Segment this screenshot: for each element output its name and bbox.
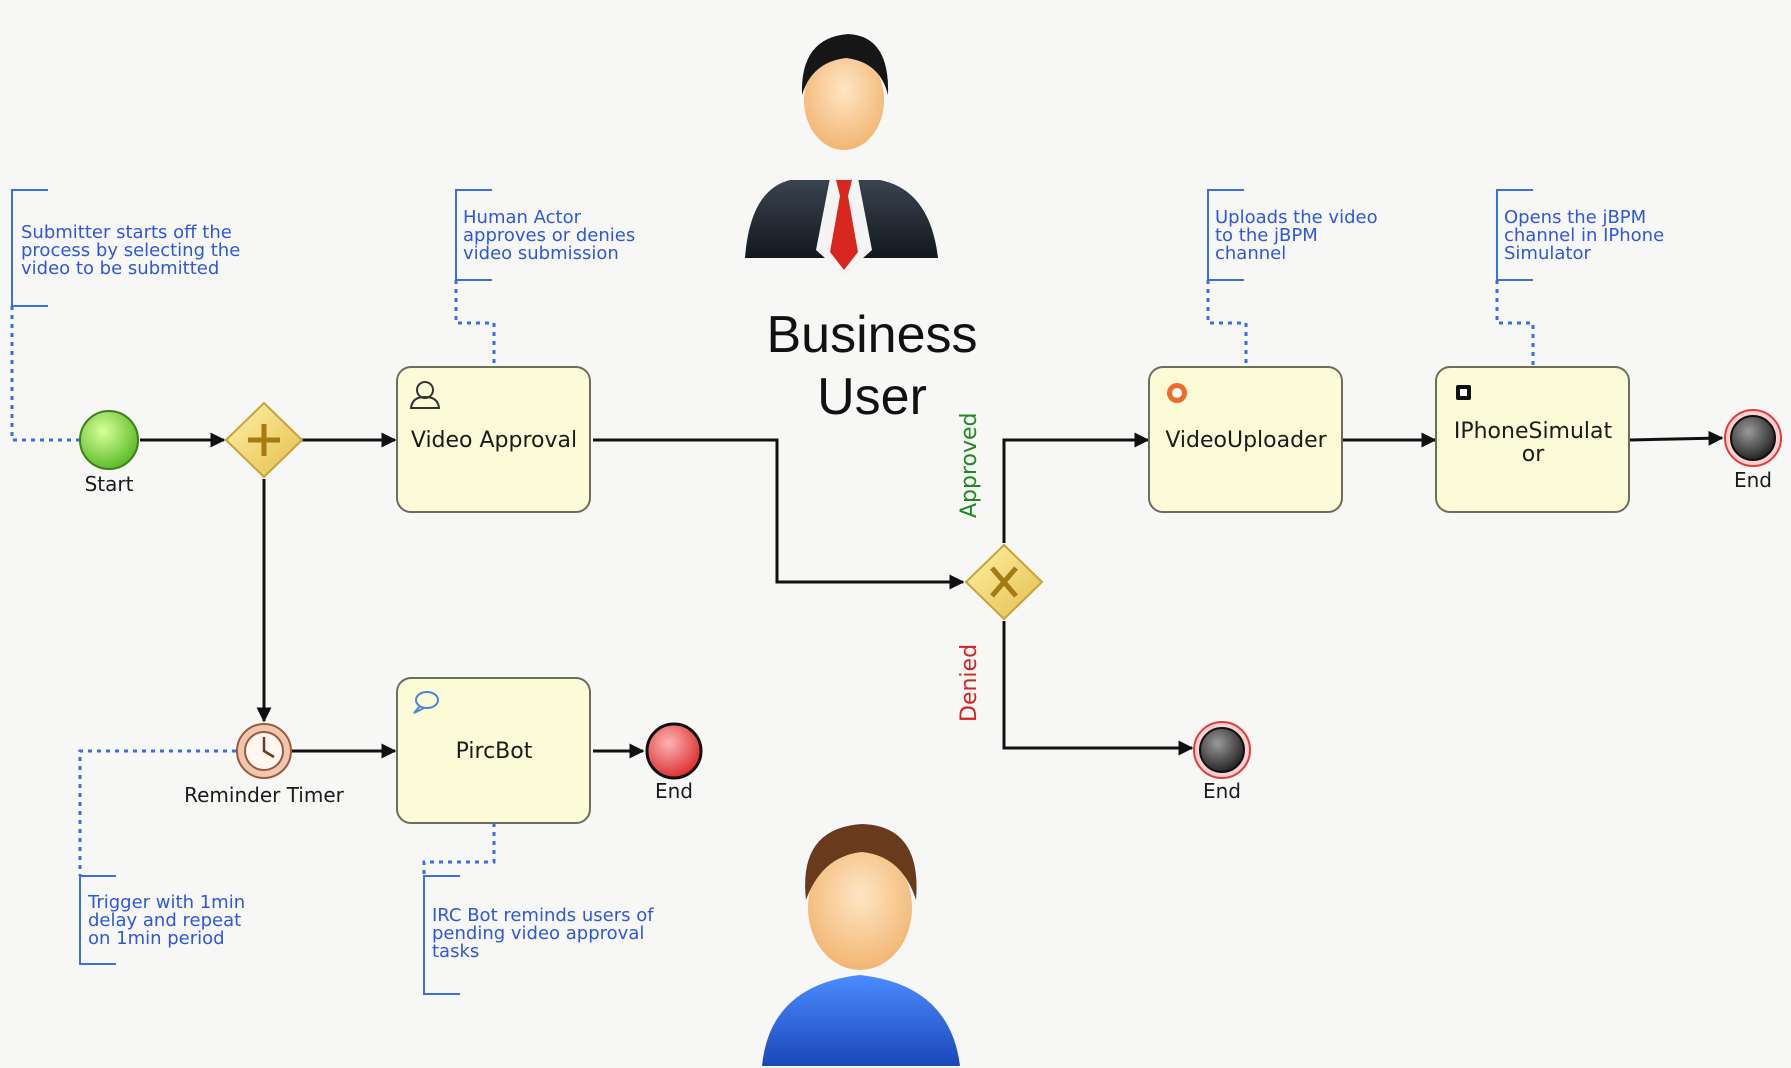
clock-icon (244, 731, 284, 771)
title-line-2: User (817, 368, 927, 426)
task-videouploader[interactable]: VideoUploader (1148, 366, 1343, 513)
annotation-line: Trigger with 1min (87, 892, 245, 913)
end-label-denied: End (1203, 779, 1241, 803)
chat-bubble-icon (413, 691, 439, 714)
annotation-line: approves or denies (463, 225, 635, 246)
sequence-flows (140, 430, 1724, 759)
task-label: VideoUploader (1165, 428, 1327, 453)
timer-event[interactable] (236, 723, 292, 779)
annotation-line: Submitter starts off the (21, 222, 232, 243)
association-line (454, 280, 496, 367)
annotation-line: to the jBPM (1215, 225, 1318, 246)
task-label-line-2: or (1522, 442, 1545, 467)
end-event-pirc[interactable] (645, 722, 703, 780)
task-iphonesimulator[interactable]: IPhoneSimulat or (1435, 366, 1630, 513)
annotation-bracket (1207, 189, 1244, 281)
task-label-line-1: IPhoneSimulat (1454, 419, 1613, 444)
task-video-approval[interactable]: Video Approval (396, 366, 591, 513)
annotation-ircbot: IRC Bot reminds users of pending video a… (422, 823, 654, 995)
annotation-line: video to be submitted (21, 258, 219, 279)
end-user-avatar (762, 824, 960, 1066)
annotation-uploader: Uploads the video to the jBPM channel (1206, 189, 1378, 367)
association-line (1495, 280, 1535, 367)
service-icon (1456, 385, 1471, 400)
flow-iphone-to-end (1629, 430, 1724, 446)
annotation-line: channel in IPhone (1504, 225, 1664, 246)
annotation-bracket (455, 189, 492, 281)
association-line (78, 749, 236, 876)
end-event-denied[interactable] (1193, 721, 1251, 779)
annotation-approval: Human Actor approves or denies video sub… (454, 189, 635, 367)
annotation-line: on 1min period (88, 928, 225, 949)
timer-label: Reminder Timer (184, 783, 345, 807)
end-label-final: End (1734, 468, 1772, 492)
association-line (10, 306, 80, 442)
x-icon (990, 566, 1018, 598)
annotation-line: IRC Bot reminds users of (432, 905, 654, 926)
annotation-line: Simulator (1504, 243, 1591, 264)
branch-label-denied: Denied (957, 644, 982, 722)
task-label: Video Approval (411, 428, 577, 453)
annotation-line: channel (1215, 243, 1286, 264)
exclusive-gateway[interactable] (964, 543, 1044, 621)
annotation-line: Uploads the video (1215, 207, 1378, 228)
business-user-avatar (745, 34, 938, 275)
branch-label-approved: Approved (957, 412, 982, 518)
end-label-pirc: End (655, 779, 693, 803)
association-line (422, 823, 496, 876)
annotation-line: Human Actor (463, 207, 582, 228)
flow-approval-to-xor (593, 438, 965, 590)
annotation-bracket (423, 875, 460, 995)
annotation-line: delay and repeat (88, 910, 241, 931)
annotation-iphone: Opens the jBPM channel in IPhone Simulat… (1495, 189, 1664, 367)
upload-icon (1167, 383, 1187, 403)
parallel-gateway[interactable] (224, 401, 304, 479)
title-line-1: Business (767, 306, 978, 364)
start-event-label: Start (85, 472, 134, 496)
annotation-line: pending video approval (432, 923, 644, 944)
annotation-line: tasks (432, 941, 479, 962)
flow-approved (1002, 432, 1150, 543)
annotation-line: video submission (463, 243, 619, 264)
start-event[interactable] (79, 410, 139, 470)
flow-denied (1002, 621, 1194, 756)
end-event-final[interactable] (1724, 409, 1782, 467)
task-pircbot[interactable]: PircBot (396, 677, 591, 824)
annotation-timer: Trigger with 1min delay and repeat on 1m… (78, 749, 245, 965)
user-task-icon (409, 381, 441, 409)
annotation-bracket (1496, 189, 1533, 281)
association-line (1206, 280, 1248, 367)
annotation-bracket (11, 189, 48, 307)
annotation-line: process by selecting the (21, 240, 240, 261)
task-label: PircBot (456, 739, 533, 764)
annotation-line: Opens the jBPM (1504, 207, 1646, 228)
annotation-bracket (79, 875, 116, 965)
annotation-start: Submitter starts off the process by sele… (10, 189, 240, 442)
plus-icon (248, 424, 280, 456)
